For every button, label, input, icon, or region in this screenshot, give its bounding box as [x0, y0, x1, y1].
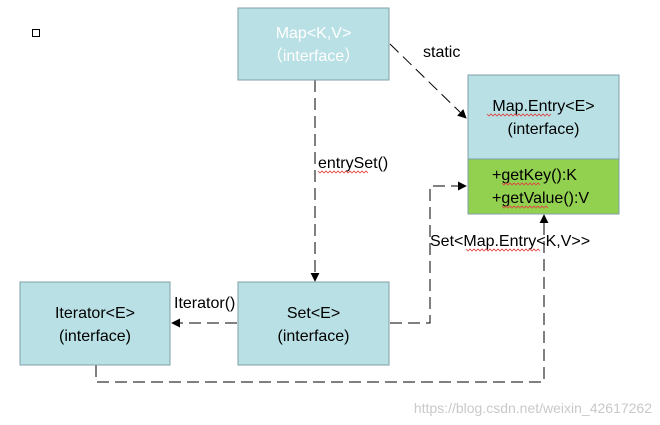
edge-label-set-entry: Set<Map.Entry<K,V>>: [430, 233, 590, 250]
spellcheck-underline: [501, 205, 549, 209]
node-map-entry-title: Map.Entry<E>: [492, 98, 594, 115]
node-iterator-subtitle: (interface): [59, 328, 131, 345]
spellcheck-underline: [486, 113, 552, 117]
node-set: Set<E> (interface): [237, 281, 390, 366]
node-set-subtitle: (interface): [277, 328, 349, 345]
node-iterator: Iterator<E> (interface): [19, 281, 171, 366]
spellcheck-underline: [501, 182, 541, 186]
node-map-box: [237, 7, 390, 81]
edge-label-static: static: [423, 44, 460, 61]
node-map-entry-methods: +getKey():K +getValue():V: [467, 158, 620, 215]
node-map-title: Map<K,V>: [276, 25, 352, 42]
method-getkey: +getKey():K: [492, 167, 577, 184]
spellcheck-underline: [465, 248, 541, 252]
node-map-subtitle: （interface）: [267, 47, 360, 65]
edge-label-entryset: entrySet(): [318, 155, 388, 172]
node-set-box: [237, 281, 390, 366]
node-iterator-box: [19, 281, 171, 366]
spellcheck-underline: [317, 170, 369, 174]
node-map-entry-box: [467, 74, 620, 160]
node-set-title: Set<E>: [287, 305, 340, 322]
watermark-text: https://blog.csdn.net/weixin_42617262: [414, 400, 652, 416]
node-map-entry-methods-box: [467, 158, 620, 215]
small-square-icon: [32, 29, 40, 37]
edge-iterator-to-entry: [95, 214, 549, 383]
node-map-entry: Map.Entry<E> (interface): [467, 74, 620, 160]
node-map-entry-subtitle: (interface): [507, 121, 579, 138]
method-getvalue: +getValue():V: [492, 190, 589, 207]
edge-label-iterator: Iterator(): [174, 295, 235, 312]
node-iterator-title: Iterator<E>: [55, 305, 135, 322]
edge-set-to-entry: [390, 181, 467, 324]
node-map: Map<K,V> （interface）: [237, 7, 390, 81]
